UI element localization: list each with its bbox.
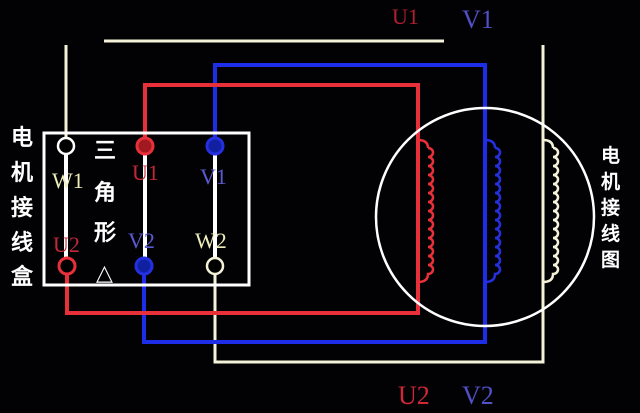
terminal-v2	[134, 256, 154, 276]
title-char: 盒	[10, 264, 34, 290]
title-char: 线	[601, 222, 620, 245]
terminal-v1	[205, 136, 225, 156]
title-char: 机	[11, 161, 33, 186]
terminal-u1	[135, 136, 155, 156]
delta-links	[64, 152, 217, 262]
wire-u	[65, 83, 420, 315]
wire-v	[142, 63, 487, 344]
top-label-u1: U1	[392, 4, 419, 29]
label-v2: V2	[128, 228, 155, 253]
title-char: 线	[11, 230, 33, 256]
coil-w	[542, 138, 560, 284]
junction-box-title: 电 机 接 线 盒	[10, 126, 34, 290]
delta-label: 三 角 形 △	[94, 139, 116, 286]
bottom-label-v2: V2	[462, 381, 494, 410]
terminal-u2	[57, 256, 77, 276]
title-char: 机	[601, 171, 620, 193]
coil-v	[484, 138, 502, 284]
title-char: 图	[601, 249, 620, 271]
junction-box	[42, 131, 251, 287]
label-w1: W1	[52, 168, 84, 193]
terminal-w2	[205, 256, 225, 276]
motor-title: 电 机 接 线 图	[601, 144, 620, 271]
delta-symbol: △	[96, 261, 113, 286]
motor-circle	[374, 106, 596, 328]
label-w2: W2	[195, 228, 227, 253]
label-v1: V1	[200, 164, 227, 189]
title-char: 接	[601, 197, 620, 219]
delta-char: 三	[94, 139, 116, 164]
bottom-label-u2: U2	[398, 381, 430, 410]
delta-char: 形	[94, 221, 116, 246]
top-label-v1: V1	[462, 5, 494, 34]
terminal-w1	[56, 136, 76, 156]
title-char: 接	[11, 196, 33, 221]
coil-u	[417, 138, 435, 284]
label-u1: U1	[132, 160, 159, 185]
title-char: 电	[601, 144, 620, 167]
label-u2: U2	[53, 232, 80, 257]
title-char: 电	[11, 126, 33, 151]
delta-char: 角	[94, 180, 116, 206]
